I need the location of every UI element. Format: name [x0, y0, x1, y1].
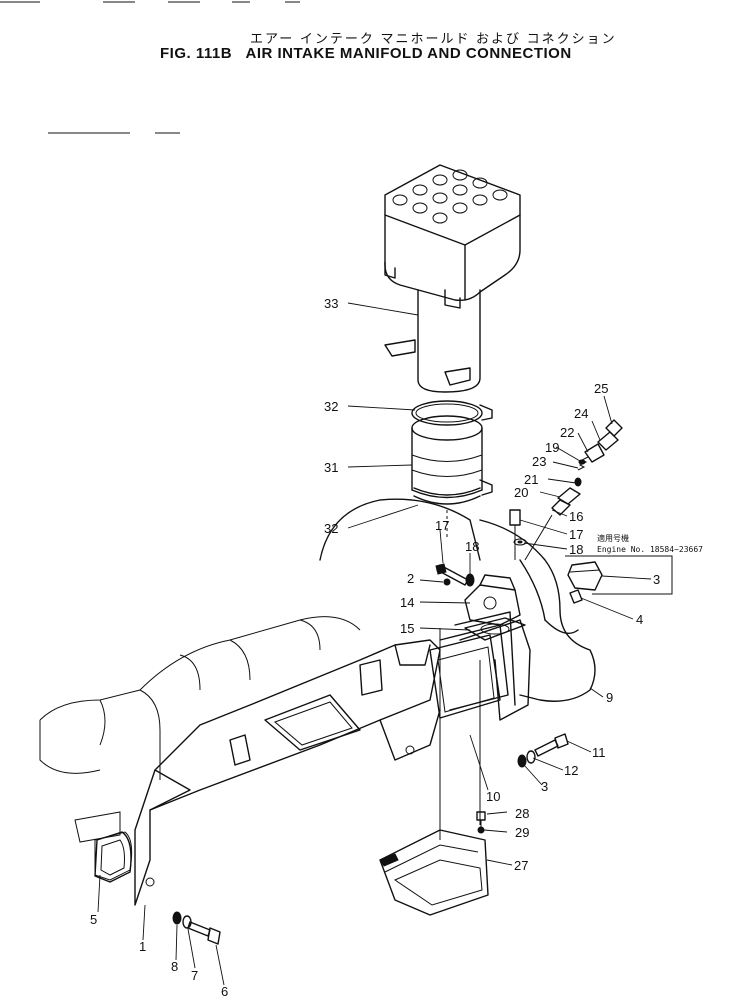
part-2-washer [443, 578, 451, 586]
callout-26: 24 [574, 406, 588, 421]
part-13-washer [517, 754, 527, 768]
part-15-gasket [464, 617, 526, 641]
engine-range-bracket [565, 555, 673, 595]
part-5-gasket [94, 831, 132, 883]
callout-labels: 33 32 31 32 17 18 2 14 15 16 17 18 20 21… [90, 296, 703, 998]
part-23-washer [574, 477, 582, 487]
callout-27: 25 [594, 381, 608, 396]
part-3-dust-indicator [567, 561, 603, 591]
callout-32-upper: 32 [324, 399, 338, 414]
callout-3-upper: 3 [653, 572, 660, 587]
callout-7: 7 [191, 968, 198, 983]
callout-19: 17 [435, 518, 449, 533]
part-19-bolt [435, 563, 469, 586]
part-32-hose-clamp-lower [413, 479, 493, 505]
part-9-connection-elbow [319, 498, 596, 721]
callout-33: 33 [324, 296, 338, 311]
callout-3-lower: 3 [541, 779, 548, 794]
engine-block-outline [39, 616, 361, 881]
part-30-washer [477, 826, 485, 834]
callout-30: 29 [515, 825, 529, 840]
part-24-valve [584, 443, 605, 463]
callout-20: 18 [465, 539, 479, 554]
assembly-axis-lines [439, 510, 481, 840]
part-10-gasket-plate [429, 611, 516, 719]
title-japanese: エアー インテーク マニホールド および コネクション [250, 31, 617, 46]
leader-lines [97, 302, 652, 986]
part-20-washer [465, 573, 475, 587]
callout-32-lower: 32 [324, 521, 338, 536]
callout-8: 8 [171, 959, 178, 974]
figure-name: AIR INTAKE MANIFOLD AND CONNECTION [245, 45, 572, 62]
callout-23: 21 [524, 472, 538, 487]
callout-5: 5 [90, 912, 97, 927]
callout-21: 19 [545, 440, 559, 455]
callout-29: 28 [515, 806, 529, 821]
callout-22: 20 [514, 485, 528, 500]
part-31-hose [411, 415, 483, 499]
figure-number: FIG. 111B [160, 45, 233, 62]
callout-4: 4 [636, 612, 643, 627]
engine-range-note-japanese: 適用号機 [597, 533, 629, 543]
part-32-hose-clamp-upper [411, 400, 493, 426]
callout-6: 6 [221, 984, 228, 998]
part-6-bolt [187, 921, 221, 945]
figure-title: FIG. 111B AIR INTAKE MANIFOLD AND CONNEC… [160, 45, 572, 62]
part-22-adapter [557, 487, 581, 505]
part-26-body [597, 431, 619, 451]
callout-1: 1 [139, 939, 146, 954]
callout-10: 10 [486, 789, 500, 804]
part-28-cover [379, 829, 489, 916]
part-12-washer [526, 750, 536, 764]
callout-24: 22 [560, 425, 574, 440]
part-8-washer [172, 911, 182, 925]
callout-18: 18 [569, 542, 583, 557]
cleaner-tube-holes [392, 169, 508, 224]
header-rule-marks [0, 1, 300, 134]
callout-9: 9 [606, 690, 613, 705]
callout-14: 14 [400, 595, 414, 610]
callout-11: 11 [592, 745, 606, 760]
callout-15: 15 [400, 621, 414, 636]
callout-25: 23 [532, 454, 546, 469]
part-33-air-cleaner [384, 164, 521, 393]
callout-2: 2 [407, 571, 414, 586]
callout-17: 17 [569, 527, 583, 542]
part-16-nipple [524, 499, 571, 561]
part-14-flange [464, 574, 521, 626]
callout-16: 16 [569, 509, 583, 524]
callout-31: 31 [324, 460, 338, 475]
part-17-bolt [509, 509, 521, 560]
part-18-washer [513, 538, 527, 546]
engine-range-note: Engine No. 18584~23667 [597, 545, 703, 554]
part-1-intake-manifold [134, 639, 441, 906]
part-11-bolt [534, 733, 569, 757]
part-7-washer [182, 915, 192, 929]
part-4-adapter [569, 589, 583, 604]
callout-28: 27 [514, 858, 528, 873]
part-21-seal [578, 459, 586, 465]
callout-12: 12 [564, 763, 578, 778]
